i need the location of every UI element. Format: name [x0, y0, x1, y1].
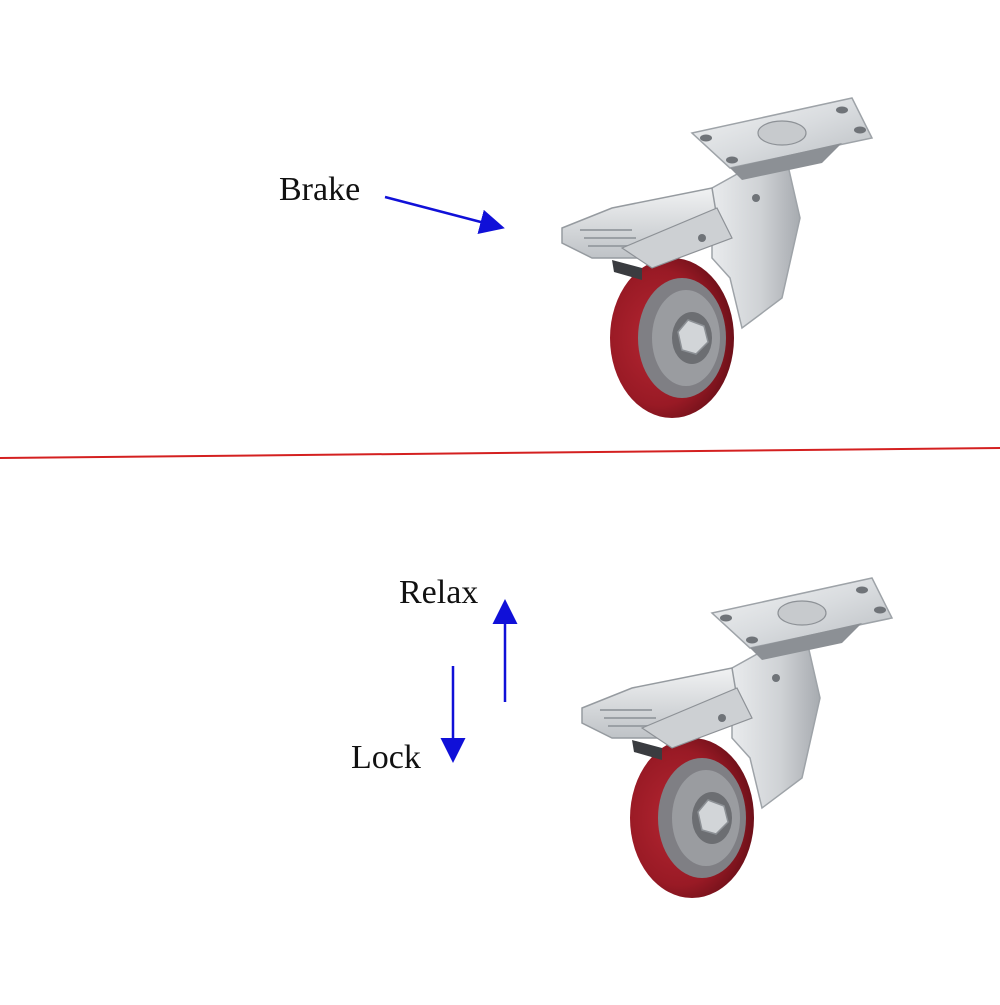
lock-label: Lock	[351, 739, 421, 776]
relax-label: Relax	[399, 574, 479, 611]
arrow-right-icon	[384, 195, 505, 235]
brake-label: Brake	[279, 171, 361, 208]
section-divider	[0, 447, 1000, 459]
top-caster-image	[561, 97, 873, 419]
bottom-caster-image	[581, 577, 893, 899]
